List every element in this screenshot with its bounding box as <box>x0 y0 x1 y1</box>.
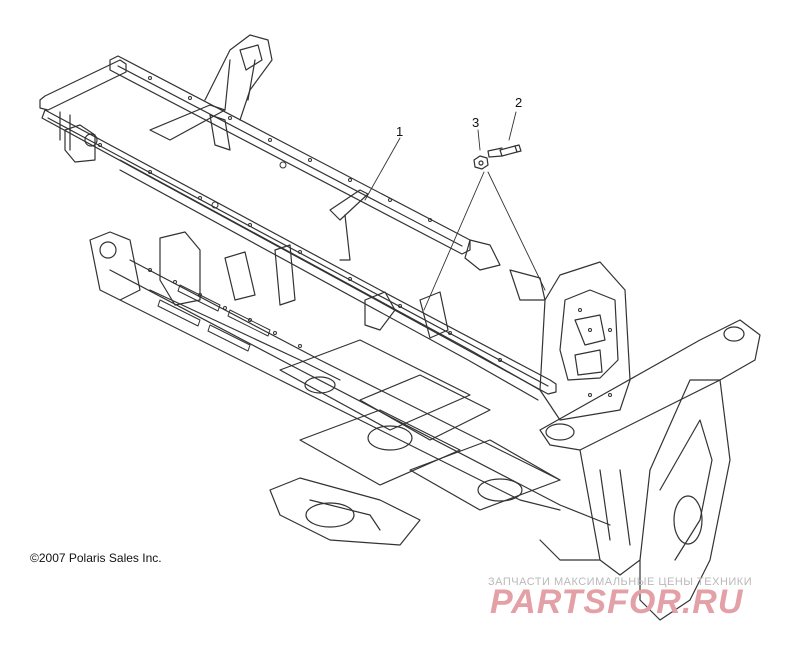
callout-3: 3 <box>472 115 480 130</box>
watermark-caption: ЗАПЧАСТИ МАКСИМАЛЬНЫЕ ЦЕНЫ ТЕХНИКИ <box>488 576 753 588</box>
nut-part-3 <box>473 155 489 170</box>
leader-lines <box>364 111 546 311</box>
bolt-part-2 <box>487 144 522 158</box>
lower-main-chassis <box>89 231 761 621</box>
watermark-logo: PARTSFOR.RU <box>490 583 744 621</box>
callout-2: 2 <box>515 95 523 110</box>
upper-frame-part-1 <box>39 34 557 401</box>
copyright-notice: ©2007 Polaris Sales Inc. <box>30 551 162 565</box>
callout-1: 1 <box>396 124 404 139</box>
